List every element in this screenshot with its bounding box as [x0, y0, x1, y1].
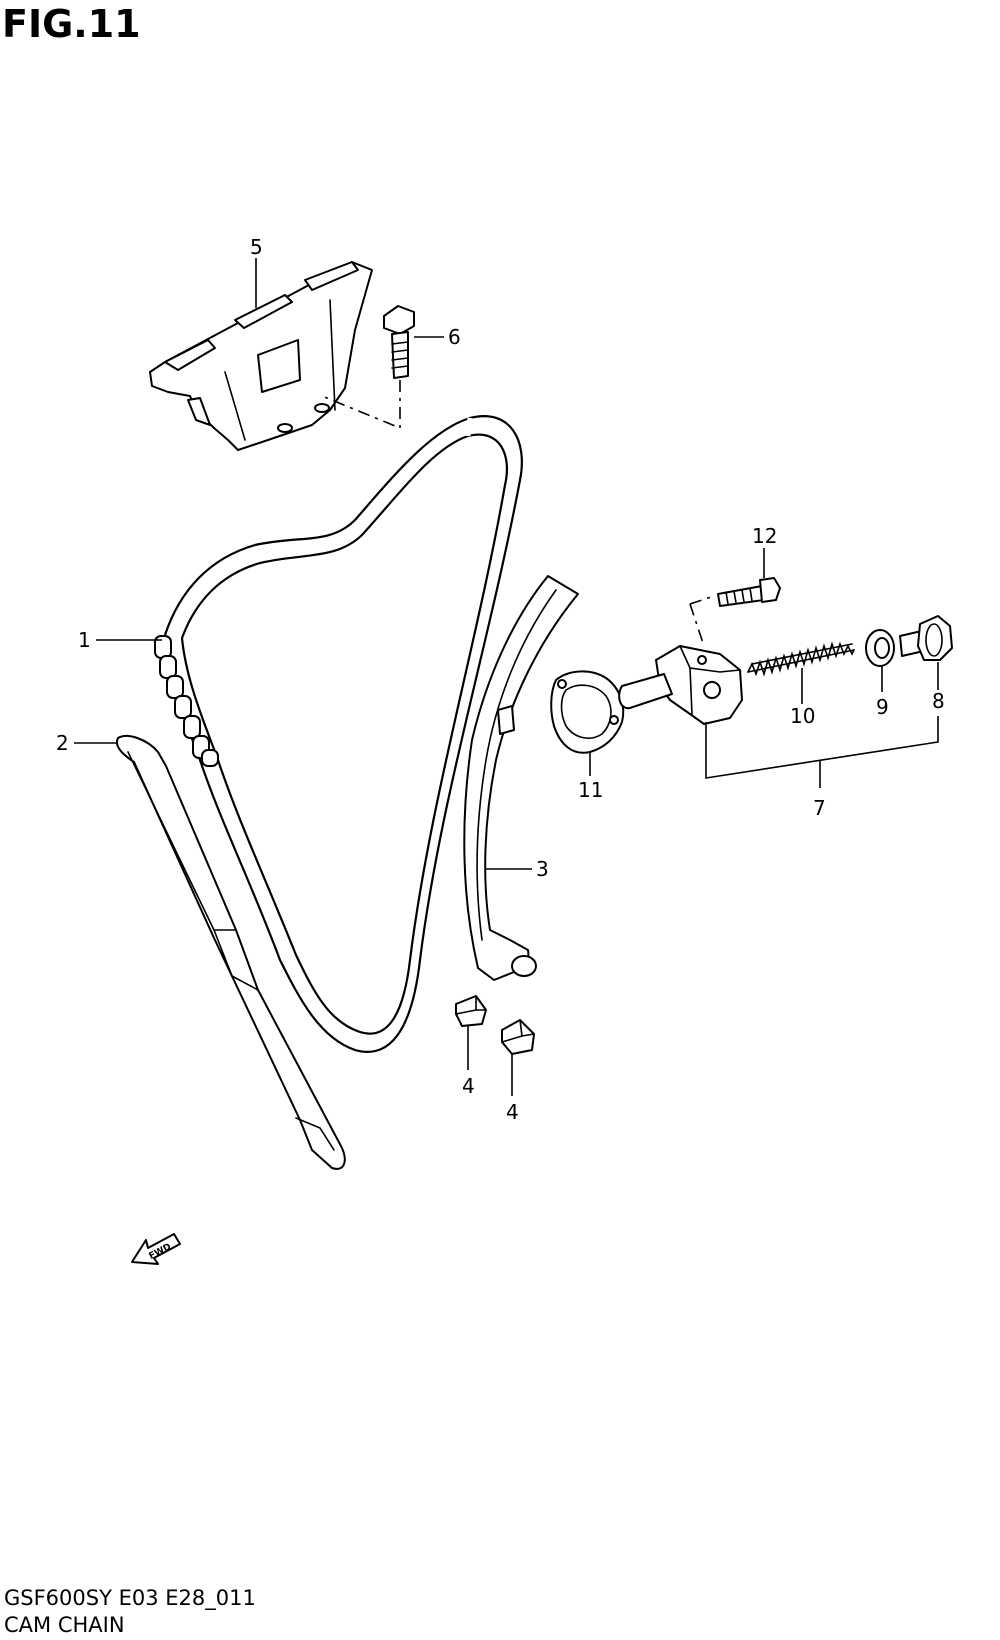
fwd-arrow-icon: FWD	[131, 1233, 181, 1265]
part-3-tensioner-guide	[463, 575, 579, 981]
chain-link-detail	[154, 635, 219, 767]
bolt-12-install-line	[689, 595, 715, 647]
figure-title: FIG.11	[2, 2, 141, 46]
callout-2: 2	[56, 731, 69, 755]
part-2-front-chain-guide	[116, 734, 346, 1170]
part-7-bracket	[705, 716, 939, 788]
callout-4a: 4	[462, 1074, 475, 1098]
callout-12: 12	[752, 524, 777, 548]
callout-11: 11	[578, 778, 603, 802]
callout-8: 8	[932, 689, 945, 713]
callout-5: 5	[250, 235, 263, 259]
part-8-plug-bolt	[899, 615, 953, 661]
callout-6: 6	[448, 325, 461, 349]
callout-10: 10	[790, 704, 815, 728]
part-11-gasket	[550, 670, 625, 754]
callout-9: 9	[876, 695, 889, 719]
bolt-6-install-line	[321, 380, 401, 430]
diagram-code: GSF600SY E03 E28_011	[4, 1586, 256, 1610]
part-6-bolt	[383, 305, 415, 379]
part-4-damper-a	[455, 995, 487, 1027]
part-4-damper-b	[501, 1019, 535, 1055]
part-5-upper-chain-guide	[149, 261, 373, 451]
part-10-spring	[747, 641, 855, 677]
callout-7: 7	[813, 796, 826, 820]
diagram-name: CAM CHAIN	[4, 1613, 125, 1637]
part-9-washer	[865, 629, 895, 667]
callout-1: 1	[78, 628, 91, 652]
part-7-tensioner-body	[618, 645, 743, 725]
callout-4b: 4	[506, 1100, 519, 1124]
part-1-cam-chain	[154, 415, 523, 1053]
part-12-bolt	[717, 577, 781, 607]
callout-3: 3	[536, 857, 549, 881]
